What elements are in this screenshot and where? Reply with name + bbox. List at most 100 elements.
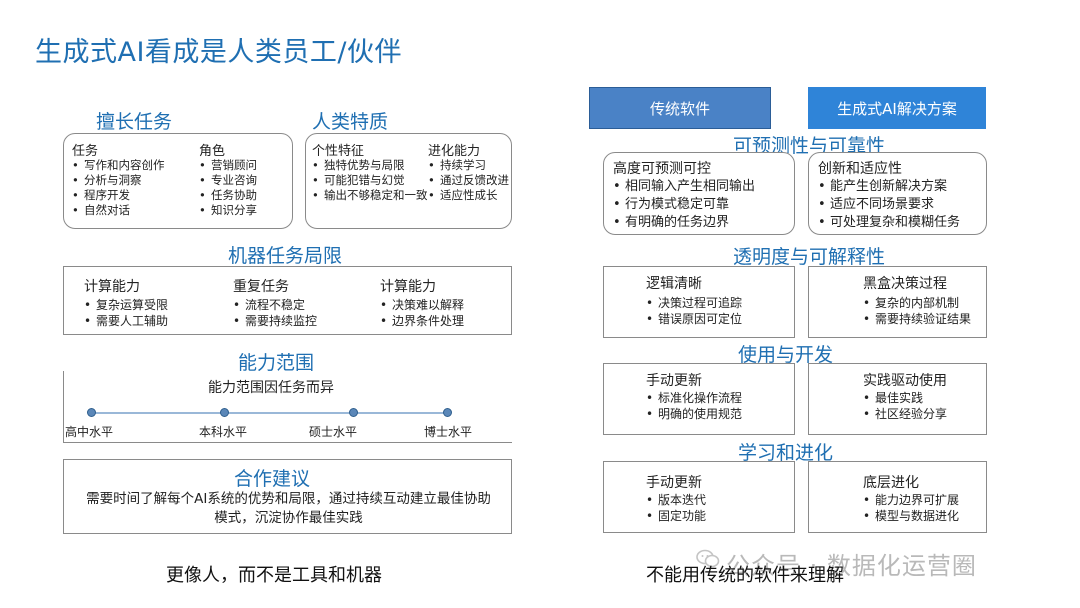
list-item: 版本迭代 bbox=[644, 492, 706, 508]
ability-heading: 能力范围 bbox=[238, 352, 315, 374]
genai-box: 创新和适应性 能产生创新解决方案 适应不同场景要求 可处理复杂和模糊任务 bbox=[808, 152, 987, 235]
genai-solution-header: 生成式AI解决方案 bbox=[808, 87, 986, 129]
section-heading: 可预测性与可靠性 bbox=[733, 135, 886, 157]
wechat-icon bbox=[696, 549, 720, 569]
evolution-list: 持续学习 通过反馈改进 适应性成长 bbox=[426, 158, 510, 203]
list-item: 可能犯错与幻觉 bbox=[310, 173, 428, 188]
list-item: 分析与洞察 bbox=[70, 173, 165, 188]
evolution-col-heading: 进化能力 bbox=[428, 144, 481, 159]
list-item: 输出不够稳定和一致 bbox=[310, 188, 428, 203]
list-item: 需要持续验证结果 bbox=[861, 311, 971, 327]
list-item: 程序开发 bbox=[70, 188, 165, 203]
box-list: 决策过程可追踪 错误原因可定位 bbox=[644, 295, 742, 327]
box-heading: 手动更新 bbox=[646, 475, 702, 491]
list-item: 决策难以解释 bbox=[378, 297, 464, 313]
left-caption: 更像人，而不是工具和机器 bbox=[166, 565, 382, 586]
limit-heading: 计算能力 bbox=[380, 279, 436, 295]
list-item: 固定功能 bbox=[644, 508, 706, 524]
timeline-dot bbox=[349, 408, 358, 417]
tasks-list: 写作和内容创作 分析与洞察 程序开发 自然对话 bbox=[70, 158, 165, 218]
list-item: 需要持续监控 bbox=[231, 313, 317, 329]
list-item: 边界条件处理 bbox=[378, 313, 464, 329]
limit-list: 复杂运算受限 需要人工辅助 bbox=[82, 297, 168, 329]
box-list: 最佳实践 社区经验分享 bbox=[861, 390, 947, 422]
coop-box: 合作建议 需要时间了解每个AI系统的优势和局限，通过持续互动建立最佳协助模式，沉… bbox=[63, 459, 512, 534]
timeline-dot bbox=[220, 408, 229, 417]
level-label: 高中水平 bbox=[65, 425, 114, 439]
list-item: 流程不稳定 bbox=[231, 297, 317, 313]
ability-box: 能力范围因任务而异 高中水平 本科水平 硕士水平 博士水平 bbox=[63, 371, 512, 443]
traditional-software-header: 传统软件 bbox=[589, 87, 771, 129]
list-item: 通过反馈改进 bbox=[426, 173, 510, 188]
timeline-line bbox=[91, 412, 451, 414]
limits-box: 计算能力 复杂运算受限 需要人工辅助 重复任务 流程不稳定 需要持续监控 计算能… bbox=[63, 266, 512, 335]
list-item: 任务协助 bbox=[197, 188, 257, 203]
limit-list: 决策难以解释 边界条件处理 bbox=[378, 297, 464, 329]
list-item: 知识分享 bbox=[197, 203, 257, 218]
section-heading: 使用与开发 bbox=[738, 344, 834, 366]
roles-list: 营销顾问 专业咨询 任务协助 知识分享 bbox=[197, 158, 257, 218]
traits-heading: 人类特质 bbox=[312, 111, 389, 133]
section-heading: 透明度与可解释性 bbox=[733, 246, 886, 268]
box-heading: 实践驱动使用 bbox=[863, 373, 947, 389]
list-item: 适应性成长 bbox=[426, 188, 510, 203]
list-item: 适应不同场景要求 bbox=[816, 196, 960, 214]
box-list: 能力边界可扩展 模型与数据进化 bbox=[861, 492, 959, 524]
limit-list: 流程不稳定 需要持续监控 bbox=[231, 297, 317, 329]
traits-box: 个性特征 独特优势与局限 可能犯错与幻觉 输出不够稳定和一致 进化能力 持续学习… bbox=[305, 133, 512, 229]
personality-col-heading: 个性特征 bbox=[312, 144, 365, 159]
section-heading: 学习和进化 bbox=[738, 442, 834, 464]
list-item: 行为模式稳定可靠 bbox=[611, 196, 755, 214]
list-item: 营销顾问 bbox=[197, 158, 257, 173]
coop-text: 需要时间了解每个AI系统的优势和局限，通过持续互动建立最佳协助模式，沉淀协作最佳… bbox=[86, 491, 491, 526]
box-list: 相同输入产生相同输出 行为模式稳定可靠 有明确的任务边界 bbox=[611, 178, 755, 232]
traditional-box: 逻辑清晰 决策过程可追踪 错误原因可定位 bbox=[603, 266, 795, 338]
list-item: 相同输入产生相同输出 bbox=[611, 178, 755, 196]
roles-col-heading: 角色 bbox=[199, 144, 226, 159]
level-label: 硕士水平 bbox=[309, 425, 358, 439]
box-list: 标准化操作流程 明确的使用规范 bbox=[644, 390, 742, 422]
box-heading: 黑盒决策过程 bbox=[863, 276, 947, 292]
traditional-box: 手动更新 版本迭代 固定功能 bbox=[603, 461, 795, 533]
limits-heading: 机器任务局限 bbox=[228, 245, 343, 267]
list-item: 需要人工辅助 bbox=[82, 313, 168, 329]
traditional-box: 手动更新 标准化操作流程 明确的使用规范 bbox=[603, 363, 795, 435]
list-item: 最佳实践 bbox=[861, 390, 947, 406]
page-title: 生成式AI看成是人类员工/伙伴 bbox=[35, 37, 403, 68]
right-caption: 不能用传统的软件来理解 bbox=[646, 565, 844, 586]
genai-box: 黑盒决策过程 复杂的内部机制 需要持续验证结果 bbox=[808, 266, 987, 338]
list-item: 模型与数据进化 bbox=[861, 508, 959, 524]
list-item: 决策过程可追踪 bbox=[644, 295, 742, 311]
list-item: 社区经验分享 bbox=[861, 406, 947, 422]
list-item: 能产生创新解决方案 bbox=[816, 178, 960, 196]
list-item: 复杂运算受限 bbox=[82, 297, 168, 313]
box-heading: 手动更新 bbox=[646, 373, 702, 389]
box-heading: 底层进化 bbox=[863, 475, 919, 491]
list-item: 错误原因可定位 bbox=[644, 311, 742, 327]
box-heading: 创新和适应性 bbox=[818, 161, 902, 177]
tasks-roles-box: 任务 写作和内容创作 分析与洞察 程序开发 自然对话 角色 营销顾问 专业咨询 … bbox=[63, 133, 293, 229]
coop-heading: 合作建议 bbox=[234, 468, 311, 490]
level-label: 本科水平 bbox=[199, 425, 248, 439]
list-item: 有明确的任务边界 bbox=[611, 214, 755, 232]
list-item: 写作和内容创作 bbox=[70, 158, 165, 173]
level-label: 博士水平 bbox=[424, 425, 473, 439]
limit-heading: 计算能力 bbox=[84, 279, 140, 295]
traditional-box: 高度可预测可控 相同输入产生相同输出 行为模式稳定可靠 有明确的任务边界 bbox=[603, 152, 795, 235]
list-item: 自然对话 bbox=[70, 203, 165, 218]
list-item: 能力边界可扩展 bbox=[861, 492, 959, 508]
list-item: 标准化操作流程 bbox=[644, 390, 742, 406]
box-list: 能产生创新解决方案 适应不同场景要求 可处理复杂和模糊任务 bbox=[816, 178, 960, 232]
list-item: 专业咨询 bbox=[197, 173, 257, 188]
box-list: 版本迭代 固定功能 bbox=[644, 492, 706, 524]
tasks-col-heading: 任务 bbox=[72, 144, 99, 159]
genai-box: 底层进化 能力边界可扩展 模型与数据进化 bbox=[808, 461, 987, 533]
list-item: 复杂的内部机制 bbox=[861, 295, 971, 311]
box-heading: 高度可预测可控 bbox=[613, 161, 711, 177]
watermark-text: 公众号 · 数据化运营圈 bbox=[726, 552, 977, 580]
timeline-dot bbox=[87, 408, 96, 417]
box-list: 复杂的内部机制 需要持续验证结果 bbox=[861, 295, 971, 327]
timeline-dot bbox=[443, 408, 452, 417]
limit-heading: 重复任务 bbox=[233, 279, 289, 295]
list-item: 独特优势与局限 bbox=[310, 158, 428, 173]
